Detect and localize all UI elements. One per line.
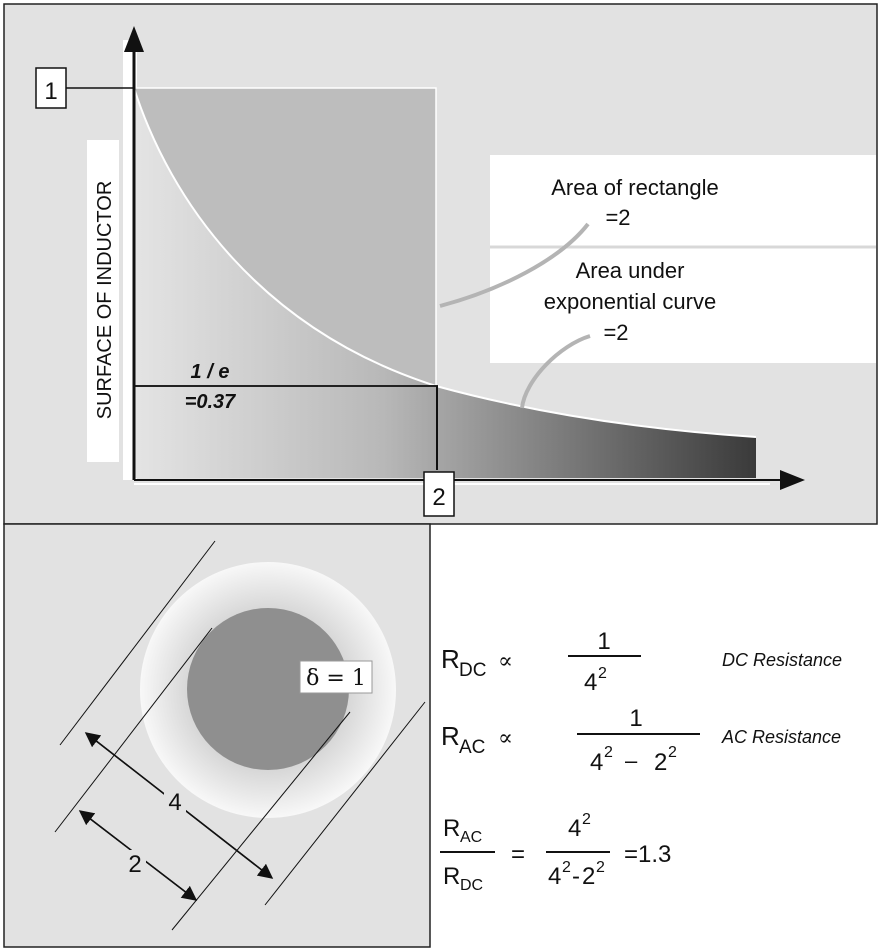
curve-caption-line1: Area under — [576, 258, 685, 283]
rac-numerator: 1 — [629, 705, 642, 732]
ratio-num: 4 — [568, 815, 581, 842]
outer-extension-line-left — [59, 540, 216, 746]
rect-caption-line1: Area of rectangle — [551, 175, 719, 200]
rac-subscript: AC — [459, 737, 485, 758]
rdc-formula: R DC ∝ 1 4 2 DC Resistance — [441, 628, 842, 696]
ratio-bottom-subscript: DC — [460, 877, 483, 894]
curve-caption-line2: exponential curve — [544, 289, 716, 314]
ratio-result: =1.3 — [624, 841, 671, 868]
x-marker-box — [423, 471, 455, 517]
rdc-den-base: 4 — [584, 669, 597, 696]
rdc-symbol: R — [441, 644, 460, 674]
ratio-den-minus: - — [572, 863, 580, 890]
rac-den-a: 4 — [590, 749, 603, 776]
rac-den-minus: – — [625, 748, 638, 773]
y-axis-label: SURFACE OF INDUCTOR — [94, 181, 116, 420]
rdc-proportional: ∝ — [498, 649, 513, 674]
ratio-den-exp: 2 — [562, 859, 571, 876]
rac-den-a-exp: 2 — [604, 744, 613, 761]
inner-dimension-label: 2 — [128, 851, 141, 878]
inner-dimension-label-backing — [124, 850, 146, 878]
caption-box — [490, 155, 876, 363]
exponential-graph-panel: 1 2 SURFACE OF INDUCTOR 1 / e =0.37 Area… — [3, 3, 878, 525]
cross-section-panel: δ = 1 4 2 — [3, 523, 431, 948]
curve-leader-line — [520, 334, 591, 409]
rdc-description: DC Resistance — [722, 650, 842, 670]
y-marker-box — [35, 67, 67, 109]
rect-leader-line — [439, 222, 590, 308]
rac-symbol: R — [441, 721, 460, 751]
ratio-num-exp: 2 — [582, 811, 591, 828]
inner-extension-line-left — [54, 627, 213, 833]
ratio-den-b: 2 — [582, 863, 595, 890]
delta-label: δ = 1 — [306, 666, 366, 691]
rdc-den-exp: 2 — [598, 665, 607, 682]
formula-panel: R DC ∝ 1 4 2 DC Resistance R AC ∝ 1 4 2 … — [440, 628, 842, 894]
outer-dimension-label: 4 — [168, 789, 181, 816]
rdc-numerator: 1 — [597, 628, 610, 655]
rdc-subscript: DC — [459, 660, 486, 681]
ratio-den: 4 — [548, 863, 561, 890]
rac-description: AC Resistance — [721, 727, 841, 747]
exponential-curve — [133, 87, 757, 438]
ratio-top-symbol: R — [443, 815, 460, 842]
ratio-equals: = — [511, 841, 525, 868]
rect-caption-line2: =2 — [605, 205, 630, 230]
inner-extension-line-right — [171, 711, 351, 931]
ratio-formula: R AC R DC = 4 2 4 2 - 2 2 =1.3 — [440, 811, 671, 894]
rac-proportional: ∝ — [498, 726, 513, 751]
curve-caption-line3: =2 — [603, 320, 628, 345]
rac-formula: R AC ∝ 1 4 2 – 2 2 AC Resistance — [441, 705, 841, 776]
outer-extension-line-right — [264, 701, 426, 906]
rac-den-b: 2 — [654, 749, 667, 776]
y-axis-arrowhead — [124, 26, 144, 52]
x-axis-arrowhead — [780, 470, 805, 490]
rac-den-b-exp: 2 — [668, 744, 677, 761]
one-over-e-label: 1 / e — [191, 361, 230, 383]
ratio-top-subscript: AC — [460, 829, 482, 846]
y-axis-label-backing — [87, 140, 119, 462]
ratio-bottom-symbol: R — [443, 863, 460, 890]
area-under-curve — [134, 88, 756, 478]
one-over-e-value: =0.37 — [185, 391, 236, 413]
outer-dimension-label-backing — [164, 788, 186, 816]
ratio-den-b-exp: 2 — [596, 859, 605, 876]
delta-label-box — [299, 660, 373, 694]
x-marker-label: 2 — [432, 484, 445, 511]
conductor-inner — [187, 608, 349, 770]
y-marker-label: 1 — [44, 78, 57, 105]
